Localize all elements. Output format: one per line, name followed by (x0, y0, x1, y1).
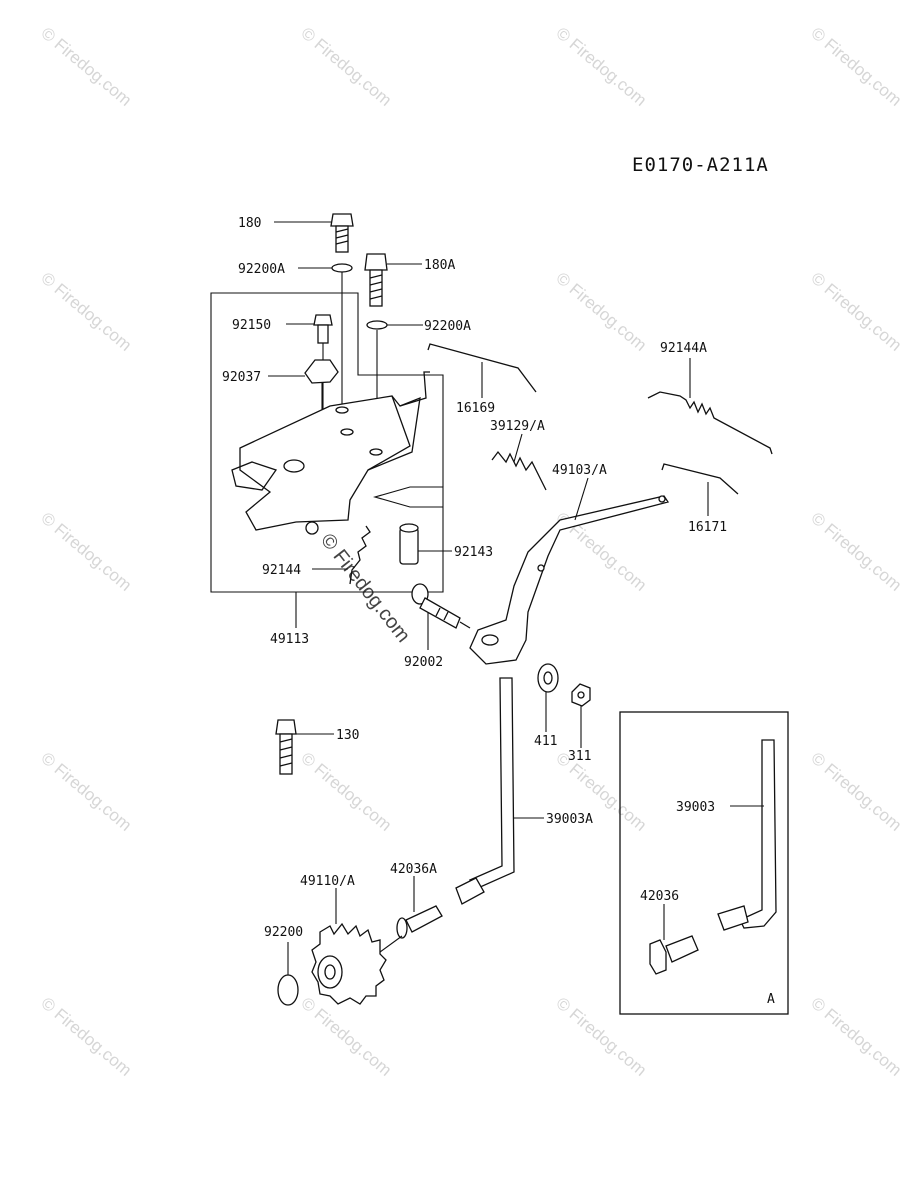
lever-49103A (469, 495, 670, 665)
washer-411 (537, 663, 559, 693)
label-39003: 39003 (676, 800, 715, 815)
watermark: © Firedog.com (552, 994, 650, 1080)
diagram-code: E0170-A211A (632, 154, 769, 176)
watermark: © Firedog.com (297, 994, 395, 1080)
label-92144A: 92144A (660, 341, 707, 356)
washer-92200 (277, 974, 299, 1006)
gear-49110A (311, 922, 387, 1005)
label-49110A: 49110/A (300, 874, 355, 889)
nut-311 (571, 683, 591, 707)
label-130: 130 (336, 728, 359, 743)
label-92200A: 92200A (424, 319, 471, 334)
watermark: © Firedog.com (552, 269, 650, 355)
label-16169: 16169 (456, 401, 495, 416)
inset-box-a (619, 711, 789, 1015)
bolt-92002 (411, 583, 471, 629)
washer-92200A-2 (366, 320, 388, 330)
watermark: © Firedog.com (37, 749, 135, 835)
label-92200A: 92200A (238, 262, 285, 277)
watermark: © Firedog.com (37, 509, 135, 595)
label-92037: 92037 (222, 370, 261, 385)
spring-92144 (349, 525, 371, 585)
spring-92144A (647, 391, 773, 455)
control-plate-49113 (231, 371, 430, 535)
shaft-39003A (455, 677, 515, 905)
label-92144: 92144 (262, 563, 301, 578)
group-bracket-49113-top (340, 292, 444, 487)
watermark: © Firedog.com (37, 994, 135, 1080)
watermark: © Firedog.com (37, 24, 135, 110)
label-411: 411 (534, 734, 557, 749)
label-92200: 92200 (264, 925, 303, 940)
group-bracket-49113 (210, 292, 444, 593)
label-180A: 180A (424, 258, 455, 273)
watermark: © Firedog.com (37, 269, 135, 355)
label-49113: 49113 (270, 632, 309, 647)
label-49103A: 49103/A (552, 463, 607, 478)
watermark: © Firedog.com (807, 994, 905, 1080)
label-92150: 92150 (232, 318, 271, 333)
label-92002: 92002 (404, 655, 443, 670)
bolt-180 (330, 213, 354, 253)
label-42036: 42036 (640, 889, 679, 904)
pin-42036 (649, 935, 699, 975)
shaft-39003 (717, 739, 777, 931)
label-39003A: 39003A (546, 812, 593, 827)
label-180: 180 (238, 216, 261, 231)
screw-92150 (313, 314, 333, 344)
label-39129A: 39129/A (490, 419, 545, 434)
cable-16171 (661, 463, 739, 495)
watermark: © Firedog.com (807, 24, 905, 110)
label-42036A: 42036A (390, 862, 437, 877)
label-16171: 16171 (688, 520, 727, 535)
bolt-180A (364, 253, 388, 307)
watermark: © Firedog.com (807, 749, 905, 835)
watermark: © Firedog.com (297, 24, 395, 110)
pin-42036A (396, 905, 443, 939)
clip-92037 (304, 359, 339, 384)
watermark: © Firedog.com (807, 509, 905, 595)
cable-16169 (427, 343, 537, 393)
watermark: © Firedog.com (297, 749, 395, 835)
label-311: 311 (568, 749, 591, 764)
spring-39129A (491, 450, 547, 491)
label-92143: 92143 (454, 545, 493, 560)
inset-label-a: A (767, 992, 775, 1007)
watermark: © Firedog.com (552, 24, 650, 110)
washer-92200A (331, 263, 353, 273)
bolt-130 (275, 719, 297, 775)
watermark: © Firedog.com (807, 269, 905, 355)
spacer-92143 (399, 523, 419, 565)
